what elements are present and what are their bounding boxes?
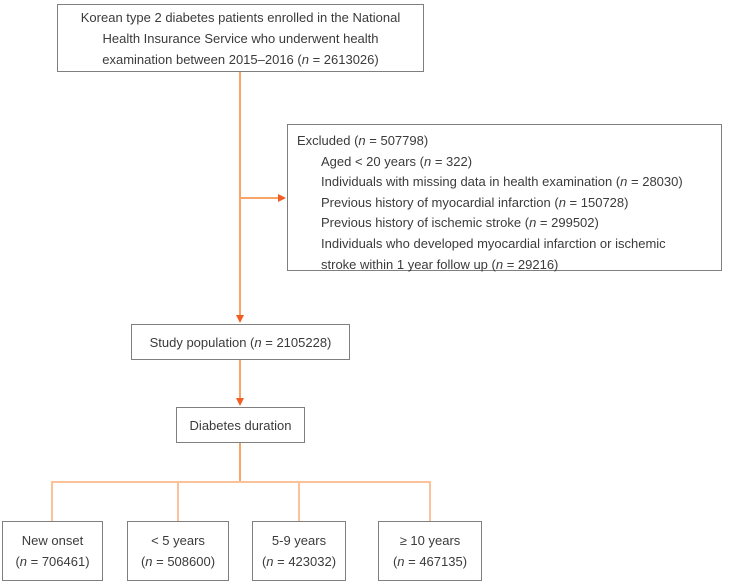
group-count: (n = 467135): [392, 554, 468, 569]
group-box-lt5-years: < 5 years (n = 508600): [127, 521, 229, 581]
arrowhead-down-duration-icon: [236, 398, 244, 406]
excluded-item: Individuals who developed myocardial inf…: [321, 235, 666, 251]
group-label: ≥ 10 years: [399, 533, 461, 548]
enrollment-box: Korean type 2 diabetes patients enrolled…: [57, 4, 424, 72]
group-box-5to9-years: 5-9 years (n = 423032): [252, 521, 346, 581]
excluded-item: Previous history of myocardial infarctio…: [321, 194, 629, 210]
connector-main-vertical: [239, 72, 241, 316]
group-label: New onset: [21, 533, 84, 548]
excluded-item: Individuals with missing data in health …: [321, 174, 683, 190]
group-count: (n = 423032): [261, 554, 337, 569]
connector-duration-stem: [239, 443, 241, 482]
enrollment-line: Korean type 2 diabetes patients enrolled…: [80, 9, 401, 25]
group-label: < 5 years: [151, 533, 205, 548]
excluded-item: Previous history of ischemic stroke (n =…: [321, 215, 599, 231]
excluded-item: stroke within 1 year follow up (n = 2921…: [321, 256, 559, 272]
arrowhead-down-study-icon: [236, 315, 244, 323]
connector-drop-5to9: [298, 481, 300, 521]
study-population-box: Study population (n = 2105228): [131, 324, 350, 360]
connector-drop-lt5: [177, 481, 179, 521]
connector-study-duration: [239, 360, 241, 399]
arrowhead-right-excluded-icon: [278, 194, 286, 202]
connector-excluded-branch: [240, 197, 279, 199]
group-box-new-onset: New onset (n = 706461): [2, 521, 103, 581]
excluded-item: Aged < 20 years (n = 322): [321, 153, 473, 169]
connector-tree-horizontal: [51, 481, 431, 483]
excluded-box: Excluded (n = 507798) Aged < 20 years (n…: [287, 124, 722, 272]
excluded-title: Excluded (n = 507798): [297, 133, 429, 148]
enrollment-line: examination between 2015–2016 (n = 26130…: [102, 51, 379, 67]
connector-drop-new-onset: [51, 481, 53, 521]
group-count: (n = 706461): [15, 554, 90, 569]
group-box-ge10-years: ≥ 10 years (n = 467135): [378, 521, 482, 581]
connector-drop-ge10: [429, 481, 431, 521]
study-population-label: Study population (n = 2105228): [149, 334, 332, 350]
enrollment-line: Health Insurance Service who underwent h…: [102, 30, 379, 46]
diabetes-duration-box: Diabetes duration: [176, 407, 305, 443]
group-count: (n = 508600): [140, 554, 216, 569]
group-label: 5-9 years: [271, 533, 327, 548]
diabetes-duration-label: Diabetes duration: [189, 417, 292, 433]
